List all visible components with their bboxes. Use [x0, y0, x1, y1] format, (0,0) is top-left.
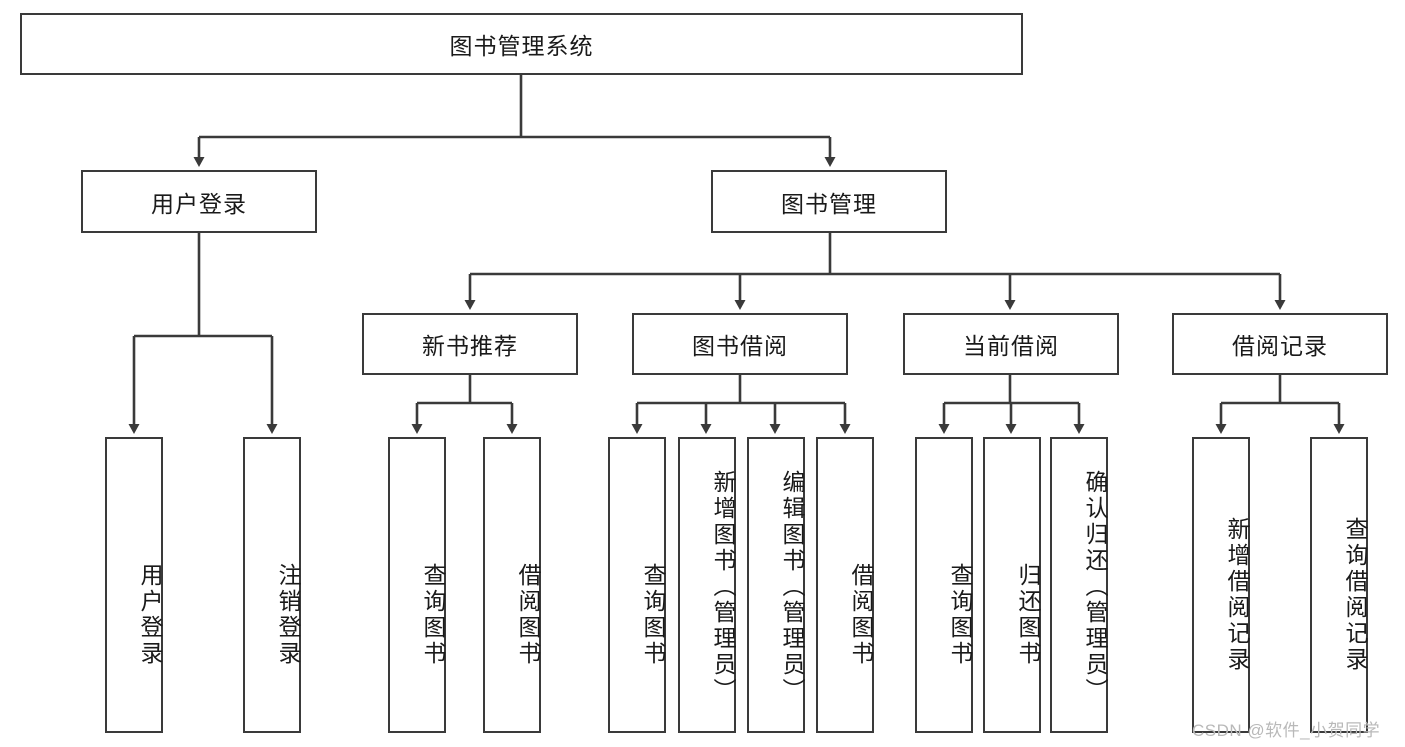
node-leaf-borrow-book-recommend[interactable]: 借阅图书: [483, 437, 541, 733]
node-label: 借阅图书: [515, 563, 541, 667]
node-leaf-query-book-current[interactable]: 查询图书: [915, 437, 973, 733]
node-book-management[interactable]: 图书管理: [711, 170, 947, 233]
node-label: 图书借阅: [692, 333, 788, 359]
node-label: 图书管理系统: [449, 33, 594, 59]
node-label: 查询图书: [947, 563, 973, 667]
node-label: 图书管理: [781, 190, 877, 217]
node-label: 用户登录: [137, 563, 163, 667]
node-label: 确认归还（管理员）: [1082, 470, 1108, 704]
node-current-borrow[interactable]: 当前借阅: [903, 313, 1119, 375]
node-leaf-edit-book-admin[interactable]: 编辑图书（管理员）: [747, 437, 805, 733]
node-label: 归还图书: [1015, 563, 1041, 667]
node-root-book-management-system[interactable]: 图书管理系统: [20, 13, 1023, 75]
node-leaf-add-borrow-record[interactable]: 新增借阅记录: [1192, 437, 1250, 733]
node-label: 借阅记录: [1232, 333, 1328, 359]
node-leaf-borrow-book[interactable]: 借阅图书: [816, 437, 874, 733]
node-label: 注销登录: [275, 563, 301, 667]
node-new-book-recommend[interactable]: 新书推荐: [362, 313, 578, 375]
node-leaf-query-book-borrow[interactable]: 查询图书: [608, 437, 666, 733]
node-borrow-record[interactable]: 借阅记录: [1172, 313, 1388, 375]
node-leaf-add-book-admin[interactable]: 新增图书（管理员）: [678, 437, 736, 733]
node-book-borrow[interactable]: 图书借阅: [632, 313, 848, 375]
node-leaf-query-book-recommend[interactable]: 查询图书: [388, 437, 446, 733]
node-leaf-user-login[interactable]: 用户登录: [105, 437, 163, 733]
node-user-login[interactable]: 用户登录: [81, 170, 317, 233]
node-leaf-confirm-return-admin[interactable]: 确认归还（管理员）: [1050, 437, 1108, 733]
node-label: 查询借阅记录: [1342, 517, 1368, 673]
node-leaf-query-borrow-record[interactable]: 查询借阅记录: [1310, 437, 1368, 733]
watermark-text: CSDN @软件_小贺同学: [1192, 721, 1381, 740]
node-label: 新增图书（管理员）: [710, 470, 736, 704]
node-label: 编辑图书（管理员）: [779, 470, 805, 704]
node-leaf-logout[interactable]: 注销登录: [243, 437, 301, 733]
node-label: 查询图书: [640, 563, 666, 667]
node-label: 当前借阅: [963, 333, 1059, 359]
node-label: 新增借阅记录: [1224, 517, 1250, 673]
node-label: 借阅图书: [848, 563, 874, 667]
node-leaf-return-book[interactable]: 归还图书: [983, 437, 1041, 733]
node-label: 用户登录: [151, 190, 247, 217]
node-label: 查询图书: [420, 563, 446, 667]
node-label: 新书推荐: [422, 333, 518, 359]
